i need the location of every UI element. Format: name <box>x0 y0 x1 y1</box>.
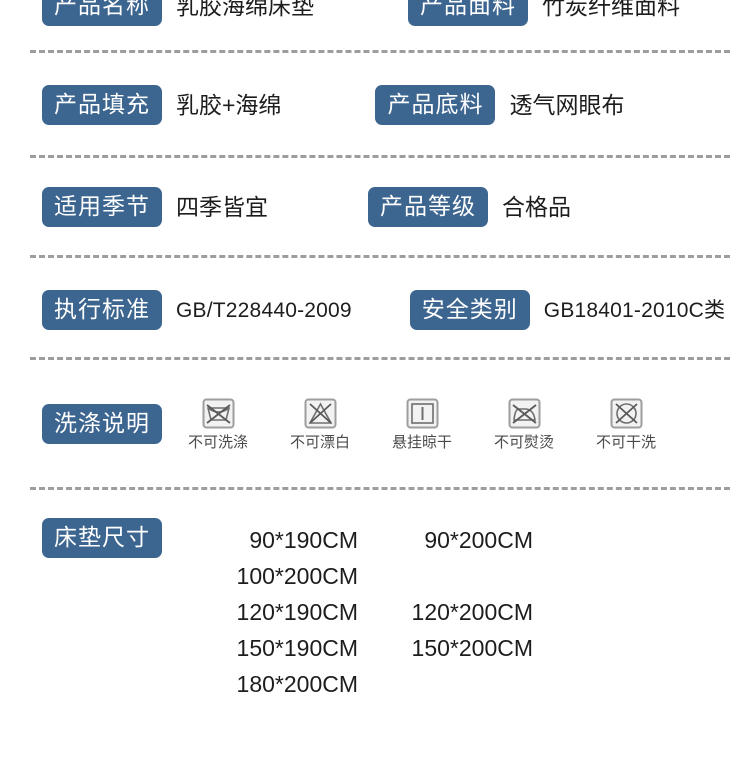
divider-4 <box>30 357 730 360</box>
spec-label-season: 适用季节 <box>42 187 162 227</box>
spec-value-product-base: 透气网眼布 <box>509 91 625 118</box>
spec-cell-season: 适用季节 四季皆宜 <box>42 187 268 227</box>
no-iron-icon <box>508 398 540 429</box>
size-option: 90*200CM <box>424 526 533 553</box>
spec-label-safety-category: 安全类别 <box>409 290 530 330</box>
spec-row-season: 适用季节 四季皆宜 产品等级 合格品 <box>0 187 750 227</box>
spec-value-season: 四季皆宜 <box>176 193 268 220</box>
no-bleach-icon <box>304 398 336 429</box>
spec-label-product-base: 产品底料 <box>375 85 496 125</box>
care-symbol-no-bleach: 不可漂白 <box>288 398 352 450</box>
mattress-sizes-row: 床垫尺寸 <box>0 518 750 558</box>
size-option: 120*200CM <box>411 598 533 625</box>
mattress-sizes-list: 90*190CM 90*200CM 100*200CM 120*190CM 12… <box>210 522 533 702</box>
care-symbol-label: 不可漂白 <box>289 434 350 451</box>
size-option: 100*200CM <box>236 562 358 589</box>
spec-cell-product-filling: 产品填充 乳胶+海绵 <box>42 85 281 125</box>
size-row: 120*190CM 120*200CM <box>210 594 533 630</box>
mattress-sizes-label: 床垫尺寸 <box>42 518 162 558</box>
spec-value-product-name: 乳胶海绵床垫 <box>176 0 314 19</box>
spec-cell-grade: 产品等级 合格品 <box>368 187 571 227</box>
spec-row-product-name: 产品名称 乳胶海绵床垫 产品面料 竹炭纤维面料 <box>0 0 750 26</box>
care-symbol-line-dry: 悬挂晾干 <box>390 398 454 450</box>
care-symbol-label: 不可洗涤 <box>187 434 248 451</box>
spec-cell-product-base: 产品底料 透气网眼布 <box>375 85 624 125</box>
spec-value-grade: 合格品 <box>502 193 571 220</box>
mattress-sizes-label-cell: 床垫尺寸 <box>42 518 162 558</box>
size-row: 180*200CM <box>210 666 533 702</box>
spec-value-standard: GB/T228440-2009 <box>176 298 352 322</box>
spec-value-safety-category: GB18401-2010C类 <box>543 298 726 322</box>
size-option: 120*190CM <box>236 598 358 625</box>
spec-cell-safety-category: 安全类别 GB18401-2010C类 <box>409 290 726 330</box>
size-row: 90*190CM 90*200CM <box>210 522 533 558</box>
divider-2 <box>30 155 730 158</box>
spec-row-standard: 执行标准 GB/T228440-2009 安全类别 GB18401-2010C类 <box>0 290 750 330</box>
spec-value-product-fabric: 竹炭纤维面料 <box>542 0 680 19</box>
care-symbol-no-dryclean: 不可干洗 <box>594 398 658 450</box>
size-option: 90*190CM <box>249 526 358 553</box>
line-dry-icon <box>406 398 438 429</box>
size-option: 150*200CM <box>411 634 533 661</box>
care-symbol-label: 不可干洗 <box>595 434 656 451</box>
care-instructions-row: 洗涤说明 <box>0 404 750 444</box>
spec-label-product-name: 产品名称 <box>42 0 162 26</box>
care-label-cell: 洗涤说明 <box>42 404 162 444</box>
spec-label-standard: 执行标准 <box>42 290 162 330</box>
care-symbol-label: 不可熨烫 <box>493 434 554 451</box>
no-dryclean-icon <box>610 398 642 429</box>
size-option: 180*200CM <box>236 670 358 697</box>
care-symbol-no-iron: 不可熨烫 <box>492 398 556 450</box>
spec-row-product-filling: 产品填充 乳胶+海绵 产品底料 透气网眼布 <box>0 85 750 125</box>
divider-5 <box>30 487 730 490</box>
spec-cell-product-name: 产品名称 乳胶海绵床垫 <box>42 0 314 26</box>
spec-label-product-filling: 产品填充 <box>42 85 162 125</box>
size-row: 100*200CM <box>210 558 533 594</box>
spec-label-product-fabric: 产品面料 <box>408 0 528 26</box>
size-option: 150*190CM <box>236 634 358 661</box>
divider-1 <box>30 50 730 53</box>
size-row: 150*190CM 150*200CM <box>210 630 533 666</box>
care-symbol-no-wash: 不可洗涤 <box>186 398 250 450</box>
spec-cell-product-fabric: 产品面料 竹炭纤维面料 <box>408 0 680 26</box>
no-wash-icon <box>202 398 234 429</box>
spec-label-grade: 产品等级 <box>368 187 488 227</box>
care-symbol-label: 悬挂晾干 <box>391 434 452 451</box>
divider-3 <box>30 255 730 258</box>
care-instructions-label: 洗涤说明 <box>42 404 162 444</box>
spec-value-product-filling: 乳胶+海绵 <box>176 91 282 118</box>
spec-cell-standard: 执行标准 GB/T228440-2009 <box>42 290 352 330</box>
care-symbol-list: 不可洗涤 不可漂白 悬挂晾干 <box>186 398 658 450</box>
